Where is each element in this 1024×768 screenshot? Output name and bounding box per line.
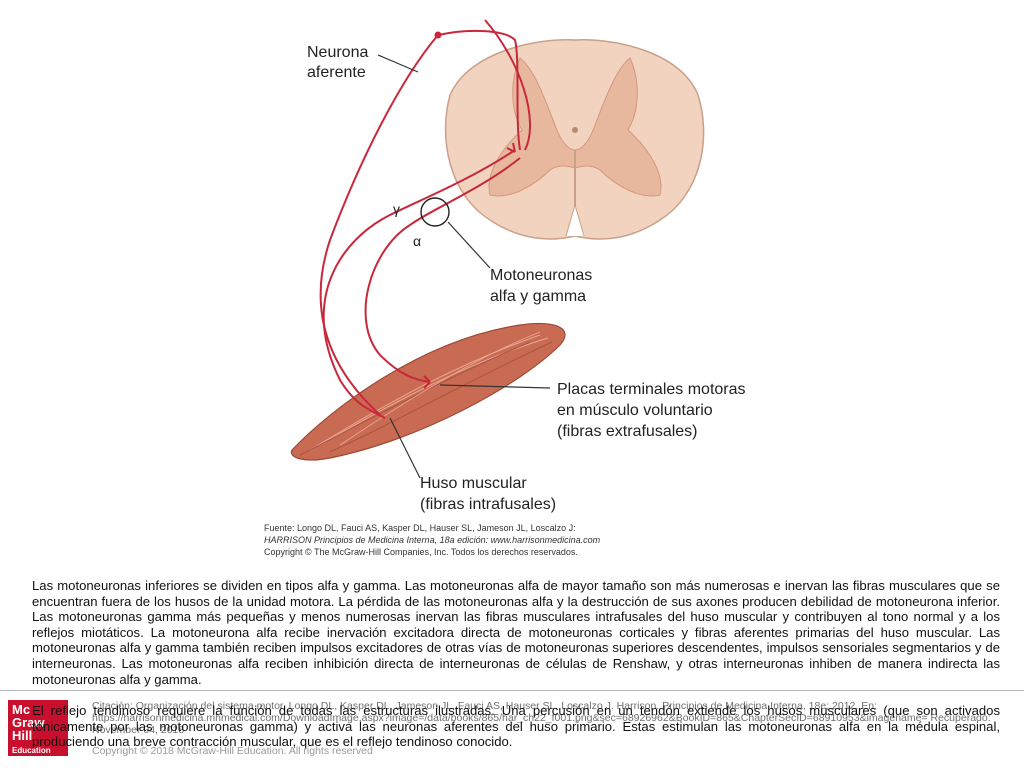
logo-line-2: Graw [12, 715, 45, 730]
caption-paragraph-1: Las motoneuronas inferiores se dividen e… [32, 578, 1000, 687]
motoneurons-label-1: Motoneuronas [490, 267, 592, 284]
afferent-label-1: Neurona [307, 44, 368, 61]
logo-line-3: Hill [12, 728, 33, 743]
gamma-label: γ [393, 201, 400, 217]
end-plates-label-1: Placas terminales motoras [557, 381, 746, 398]
muscle [290, 322, 566, 461]
mcgraw-hill-logo: Mc Graw Hill Education [8, 700, 68, 756]
alpha-label: α [413, 233, 421, 249]
source-line-1: Fuente: Longo DL, Fauci AS, Kasper DL, H… [264, 523, 576, 533]
spinal-cord [444, 39, 705, 240]
leader-lines [377, 54, 551, 479]
logo-line-1: Mc [12, 702, 31, 717]
copyright-text: Copyright © 2018 McGraw-Hill Education. … [92, 745, 373, 757]
citation-text: Citación: Organización del sistema motor… [92, 700, 991, 736]
end-plates-label-3: (fibras extrafusales) [557, 423, 698, 440]
source-line-2: HARRISON Principios de Medicina Interna,… [264, 535, 601, 545]
figure-source: Fuente: Longo DL, Fauci AS, Kasper DL, H… [264, 522, 624, 558]
motoneuron-circle [420, 197, 450, 227]
end-plates-label-2: en músculo voluntario [557, 402, 713, 419]
caption-paragraph-2: El reflejo tendinoso requiere la función… [32, 703, 1000, 750]
logo-line-4: Education [12, 746, 51, 755]
motoneurons-label-2: alfa y gamma [490, 288, 586, 305]
afferent-label-2: aferente [307, 64, 366, 81]
afferent-terminal-dot [434, 31, 442, 39]
spindle-label-1: Huso muscular [420, 475, 527, 492]
source-line-3: Copyright © The McGraw-Hill Companies, I… [264, 547, 578, 557]
reflex-diagram: Neurona aferente γ α Motoneuronas alfa y… [290, 19, 746, 513]
footer-divider [0, 690, 1024, 691]
nerve-fibers [319, 19, 532, 419]
spindle-label-2: (fibras intrafusales) [420, 496, 556, 513]
